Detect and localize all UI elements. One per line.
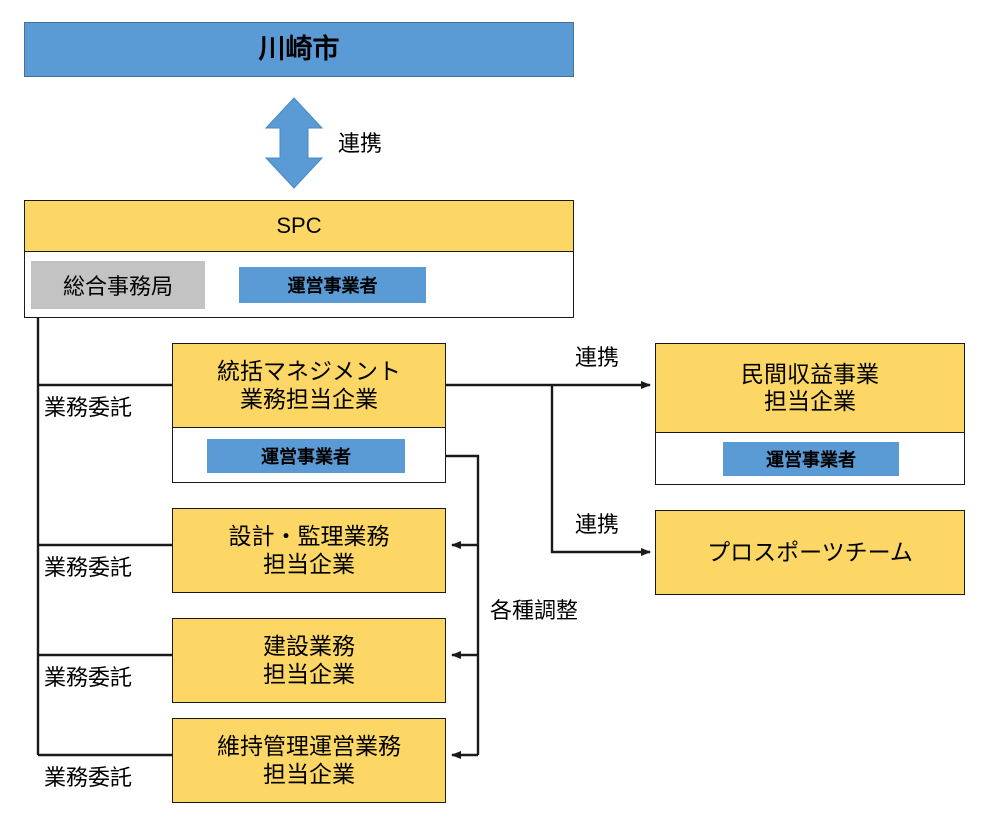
box-integrated-management[interactable]: 統括マネジメント 業務担当企業: [172, 343, 446, 428]
box-pro-sports-team-label: プロスポーツチーム: [707, 538, 913, 565]
spc-header-box[interactable]: SPC: [24, 200, 574, 252]
badge-operator-integrated-management-label: 運営事業者: [261, 447, 351, 467]
spc-tag-operator[interactable]: 運営事業者: [239, 267, 426, 303]
box-construction-line2: 担当企業: [263, 660, 355, 687]
entrust-label-1: 業務委託: [44, 395, 133, 420]
badge-operator-private-revenue-label: 運営事業者: [766, 450, 856, 470]
top-link-label: 連携: [338, 131, 383, 156]
box-maintenance-operation-line2: 担当企業: [263, 760, 355, 787]
box-maintenance-operation[interactable]: 維持管理運営業務 担当企業: [172, 718, 446, 803]
link-label-pro-sports: 連携: [575, 512, 620, 537]
spc-tag-general-office-label: 総合事務局: [62, 274, 173, 299]
spc-label: SPC: [276, 213, 322, 239]
spc-tag-general-office[interactable]: 総合事務局: [31, 261, 205, 309]
link-label-private-revenue: 連携: [575, 345, 620, 370]
box-pro-sports-team[interactable]: プロスポーツチーム: [655, 510, 965, 595]
entrust-label-2: 業務委託: [44, 555, 133, 580]
box-design-supervision-line1: 設計・監理業務: [228, 523, 390, 550]
spc-tag-operator-label: 運営事業者: [287, 276, 378, 296]
coordination-label: 各種調整: [490, 598, 579, 623]
kawasaki-city-label: 川崎市: [258, 33, 340, 64]
box-private-revenue-line1: 民間収益事業: [741, 360, 879, 387]
box-integrated-management-line1: 統括マネジメント: [217, 358, 401, 385]
entrust-label-3: 業務委託: [44, 665, 133, 690]
box-maintenance-operation-line1: 維持管理運営業務: [217, 733, 401, 760]
box-construction[interactable]: 建設業務 担当企業: [172, 618, 446, 703]
entrust-label-4: 業務委託: [44, 765, 133, 790]
box-private-revenue[interactable]: 民間収益事業 担当企業: [655, 343, 965, 433]
double-arrow-shape: [264, 97, 324, 189]
box-construction-line1: 建設業務: [263, 633, 355, 660]
box-private-revenue-line2: 担当企業: [764, 388, 856, 414]
box-design-supervision-line2: 担当企業: [263, 550, 355, 577]
badge-operator-private-revenue[interactable]: 運営事業者: [723, 442, 899, 476]
kawasaki-city-box[interactable]: 川崎市: [24, 22, 574, 77]
badge-operator-integrated-management[interactable]: 運営事業者: [207, 439, 405, 473]
box-integrated-management-line2: 業務担当企業: [240, 385, 378, 412]
box-design-supervision[interactable]: 設計・監理業務 担当企業: [172, 508, 446, 593]
